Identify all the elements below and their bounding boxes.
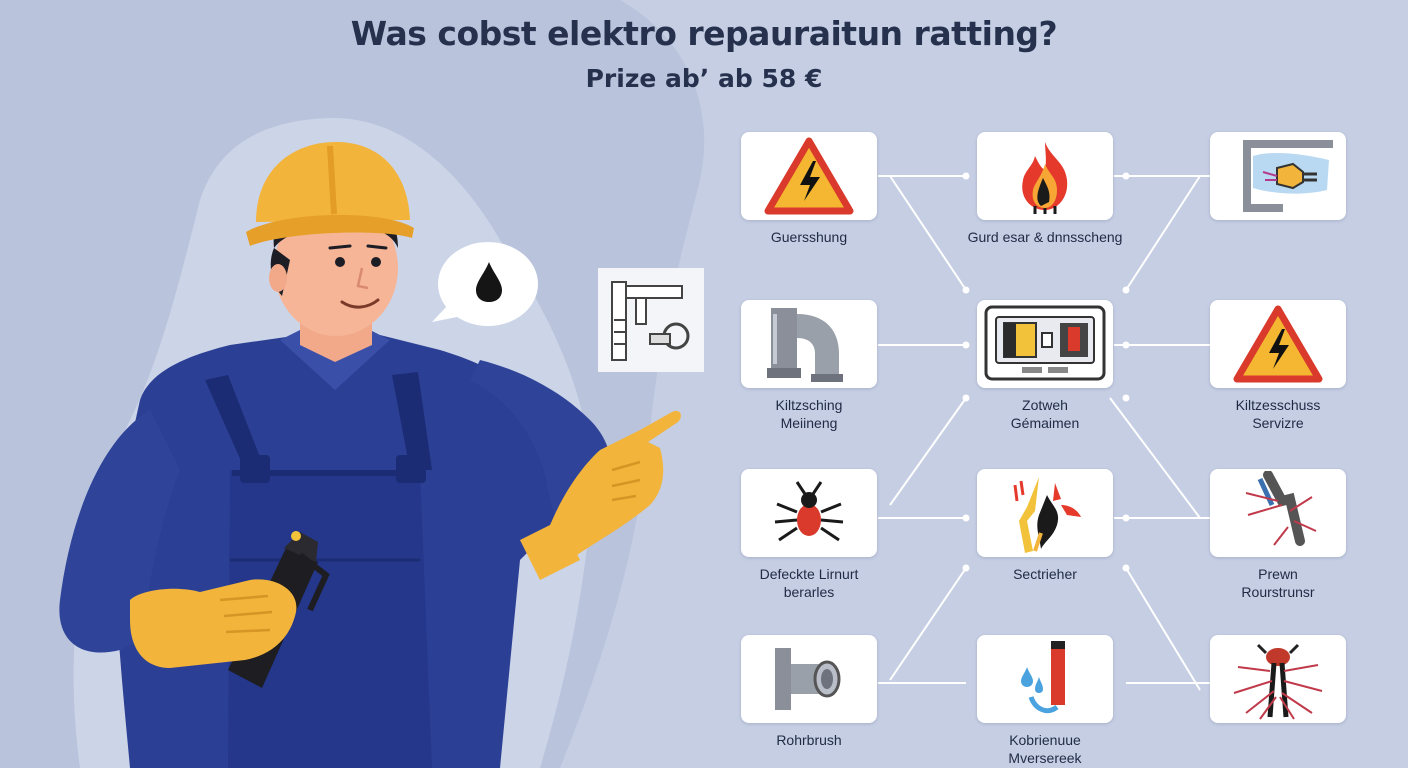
service-card[interactable]: [977, 635, 1113, 723]
service-card-label: Rohrbrush: [714, 731, 904, 749]
service-card-label: Defeckte Lirnurt berarles: [714, 565, 904, 601]
service-card-label: Sectrieher: [950, 565, 1140, 583]
service-card[interactable]: [977, 300, 1113, 388]
pipe-valve-panel: [598, 268, 704, 372]
service-card-label: Guersshung: [714, 228, 904, 246]
service-card-label-line: Kobrienuue: [1009, 732, 1081, 748]
service-card[interactable]: [1210, 300, 1346, 388]
service-card-label-line: Prewn: [1258, 566, 1298, 582]
high-voltage-warning-icon: [764, 137, 854, 215]
service-card[interactable]: [741, 635, 877, 723]
page-title: Was cobst elektro repauraitun ratting?: [350, 14, 1058, 53]
service-card-label-line: Servizre: [1252, 415, 1304, 431]
oil-drop-icon: [476, 262, 502, 302]
pipe-fitting-icon: [761, 644, 857, 714]
electrician-worker-icon: [59, 142, 704, 768]
service-card-label-line: Defeckte Lirnurt: [759, 566, 859, 582]
service-card[interactable]: [1210, 469, 1346, 557]
service-card-label-line: Kiltzsching: [775, 397, 843, 413]
bug-icon: [769, 478, 849, 548]
service-card-label-line: Rourstrunsr: [1241, 584, 1315, 600]
service-card-label-line: Zotweh: [1022, 397, 1068, 413]
service-card-label-line: Gémaimen: [1010, 415, 1080, 431]
service-card-label-line: Mversereek: [1008, 750, 1082, 766]
service-card-label-line: Rohrbrush: [776, 732, 842, 748]
service-card-label-line: Guersshung: [770, 229, 848, 245]
water-leak-icon: [1005, 637, 1085, 721]
service-card-label: Gurd esar & dnnsscheng: [950, 228, 1140, 246]
service-card-label-line: Meiineng: [780, 415, 838, 431]
electric-plug-wall-icon: [1223, 136, 1333, 216]
service-card-label-line: Gurd esar & dnnsscheng: [967, 229, 1123, 245]
service-card[interactable]: [977, 469, 1113, 557]
service-card[interactable]: [1210, 635, 1346, 723]
fire-icon: [1005, 136, 1085, 216]
service-card[interactable]: [741, 300, 877, 388]
service-card[interactable]: [1210, 132, 1346, 220]
service-card-label-line: Sectrieher: [1013, 566, 1077, 582]
speech-bubble: [432, 242, 538, 326]
service-card[interactable]: [977, 132, 1113, 220]
fuse-box-icon: [982, 303, 1108, 385]
root-crack-icon: [1230, 637, 1326, 721]
pipe-elbow-icon: [761, 304, 857, 384]
broken-cable-icon: [1238, 471, 1318, 555]
service-card-label-line: Kiltzesschuss: [1235, 397, 1321, 413]
service-card[interactable]: [741, 469, 877, 557]
spark-flame-icon: [1005, 471, 1085, 555]
high-voltage-warning-icon: [1233, 305, 1323, 383]
service-card-label-line: berarles: [783, 584, 835, 600]
price-subtitle: Prize abʼ ab 58 €: [585, 64, 823, 93]
service-card[interactable]: [741, 132, 877, 220]
